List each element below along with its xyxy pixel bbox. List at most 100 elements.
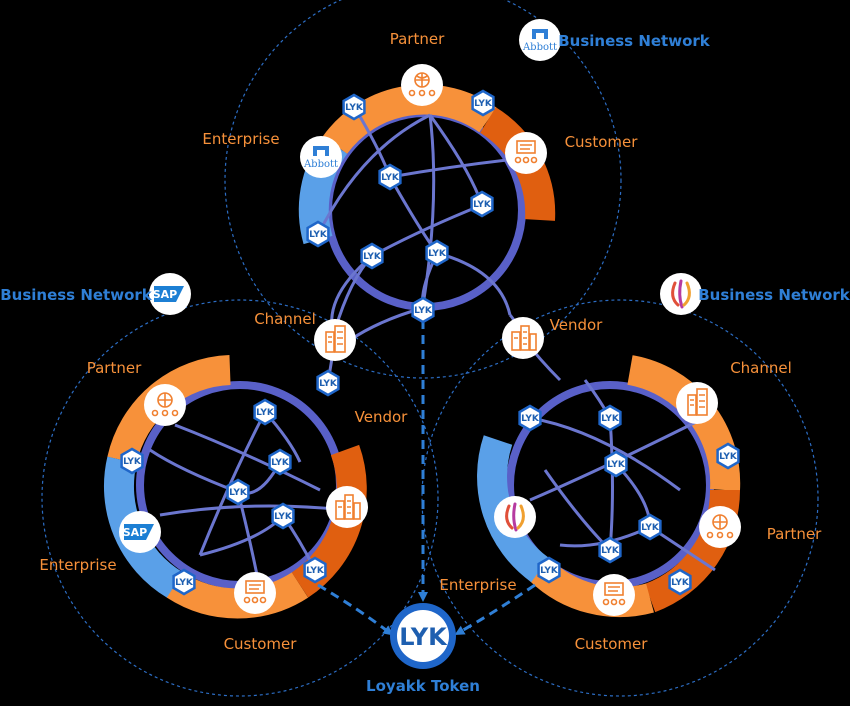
lyk-badge-label: LYK (641, 523, 660, 533)
left-customer-label: Customer (224, 635, 298, 653)
lyk-badge-label: LYK (381, 173, 400, 183)
vendor-icon-node (502, 317, 544, 359)
presentation-people-icon (243, 580, 267, 604)
lyk-badge: LYK (668, 568, 692, 596)
top-ring (298, 84, 556, 331)
top-network-boundary (224, 0, 622, 379)
loyakk-logo-icon (671, 279, 691, 309)
left-network-boundary (41, 299, 439, 697)
svg-text:SAP: SAP (123, 526, 148, 539)
lyk-badge: LYK (253, 398, 277, 426)
right-partner-icon-node (699, 506, 741, 548)
lyk-badge: LYK (471, 89, 495, 117)
lyk-badge: LYK (360, 242, 384, 270)
left-network-title: Business Network (0, 286, 153, 304)
lyk-badge-label: LYK (274, 512, 293, 522)
lyk-badge: LYK (303, 556, 327, 584)
lyk-badge: LYK (425, 239, 449, 267)
lyk-badge: LYK (518, 404, 542, 432)
buildings-icon (335, 494, 361, 520)
channel-label: Channel (254, 310, 316, 328)
lyk-badge: LYK (470, 190, 494, 218)
svg-text:SAP: SAP (153, 288, 178, 301)
left-partner-icon-node (144, 384, 186, 426)
right-network-title: Business Network (698, 286, 850, 304)
lyk-badge-label: LYK (363, 252, 382, 262)
lyk-badge-label: LYK (319, 379, 338, 389)
right-channel-icon-node (676, 382, 718, 424)
right-partner-label: Partner (767, 525, 822, 543)
left-vendor-icon-node (326, 486, 368, 528)
lyk-badge-label: LYK (473, 200, 492, 210)
abbott-logo-icon: Abbott (522, 29, 557, 53)
top-network-title: Business Network (558, 32, 711, 50)
lyk-badge-label: LYK (540, 566, 559, 576)
top-customer-label: Customer (565, 133, 639, 151)
presentation-people-icon (602, 582, 626, 606)
lyk-badge: LYK (598, 404, 622, 432)
sap-logo-icon: SAP (153, 286, 184, 302)
right-customer-icon-node (593, 574, 635, 616)
lyk-badge: LYK (604, 450, 628, 478)
lyk-badge-label: LYK (521, 414, 540, 424)
loyakk-token: LYK (390, 603, 456, 669)
globe-people-icon (408, 72, 436, 97)
lyk-badge: LYK (271, 502, 295, 530)
globe-people-icon (706, 514, 734, 539)
buildings-icon (511, 325, 537, 351)
lyk-badge-label: LYK (601, 414, 620, 424)
svg-text:Abbott: Abbott (303, 159, 338, 170)
right-network-logo-node (660, 273, 702, 315)
lyk-badge-label: LYK (601, 546, 620, 556)
lyk-badge-label: LYK (671, 578, 690, 588)
lyk-badge: LYK (120, 447, 144, 475)
left-enterprise-label: Enterprise (39, 556, 116, 574)
sap-logo-icon: SAP (123, 524, 154, 540)
top-enterprise-logo-node: Abbott (300, 136, 342, 178)
lyk-badge: LYK (306, 220, 330, 248)
lyk-badge-label: LYK (229, 488, 248, 498)
left-network-logo-node: SAP (149, 273, 191, 315)
lyk-badge-label: LYK (256, 408, 275, 418)
globe-people-icon (151, 392, 179, 417)
lyk-badge-label: LYK (414, 306, 433, 316)
lyk-badge-label: LYK (123, 457, 142, 467)
lyk-badge: LYK (378, 163, 402, 191)
abbott-logo-icon: Abbott (303, 146, 338, 170)
left-customer-icon-node (234, 572, 276, 614)
left-partner-label: Partner (87, 359, 142, 377)
lyk-badge: LYK (172, 568, 196, 596)
lyk-badge: LYK (638, 513, 662, 541)
right-customer-label: Customer (575, 635, 649, 653)
loyakk-logo-icon (505, 502, 525, 532)
right-enterprise-logo-node (494, 496, 536, 538)
right-channel-label: Channel (730, 359, 792, 377)
lyk-badge: LYK (268, 448, 292, 476)
lyk-badge-label: LYK (607, 460, 626, 470)
token-symbol: LYK (399, 623, 448, 651)
vendor-label: Vendor (550, 316, 604, 334)
buildings-icon (325, 325, 346, 353)
lyk-badge-label: LYK (271, 458, 290, 468)
top-partner-icon-node (401, 64, 443, 106)
lyk-badge-label: LYK (345, 103, 364, 113)
lyk-badge: LYK (342, 93, 366, 121)
buildings-icon (687, 388, 708, 416)
token-label: Loyakk Token (366, 677, 480, 695)
lyk-badge: LYK (537, 556, 561, 584)
lyk-badge: LYK (316, 369, 340, 397)
top-enterprise-label: Enterprise (202, 130, 279, 148)
lyk-badge-label: LYK (474, 99, 493, 109)
lyk-badge-label: LYK (719, 452, 738, 462)
lyk-badge-label: LYK (309, 230, 328, 240)
top-partner-label: Partner (390, 30, 445, 48)
lyk-badge: LYK (226, 478, 250, 506)
token-arrows (317, 320, 536, 636)
lyk-badge: LYK (411, 296, 435, 324)
left-vendor-label: Vendor (355, 408, 409, 426)
lyk-badge-label: LYK (306, 566, 325, 576)
channel-icon-node (314, 319, 356, 361)
lyk-badges: LYK LYK LYK LYK LYK LYK LYK LYK LYK LYK LYK LYK LYK L… (120, 89, 740, 596)
